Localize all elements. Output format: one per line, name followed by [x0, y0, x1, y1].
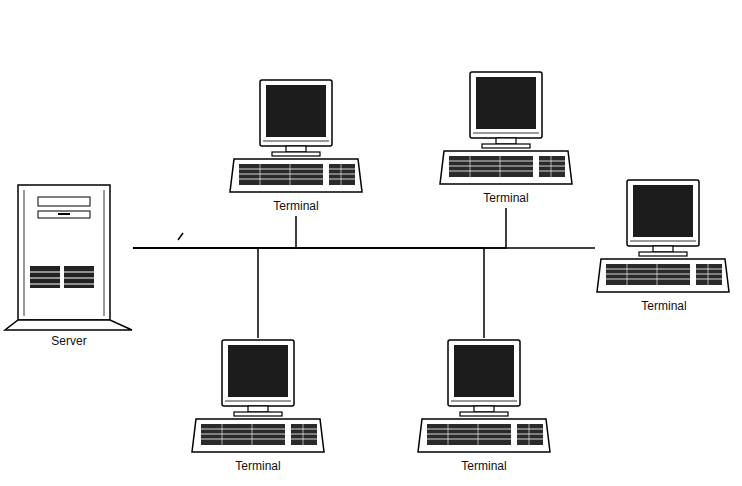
bus-line [133, 248, 484, 338]
node-label: Terminal [639, 299, 688, 313]
terminal-icon [418, 340, 550, 452]
bus-line [133, 248, 258, 338]
node-label: Terminal [233, 459, 282, 473]
bus-line [133, 208, 506, 248]
terminal-icon [440, 72, 572, 184]
node-label: Terminal [481, 191, 530, 205]
terminal-node: Terminal [228, 78, 364, 216]
terminal-node: Terminal [438, 70, 574, 208]
bus-mark [178, 233, 183, 240]
server-icon [5, 185, 132, 330]
terminal-node: Terminal [416, 338, 552, 476]
terminal-icon [192, 340, 324, 452]
node-label: Terminal [459, 459, 508, 473]
node-label: Terminal [271, 199, 320, 213]
bus-line [133, 216, 296, 248]
terminal-icon [230, 80, 362, 192]
terminal-icon [597, 180, 729, 292]
terminal-node: Terminal [190, 338, 326, 476]
node-label: Server [49, 334, 88, 348]
terminal-node: Terminal [595, 178, 733, 316]
server-node: Server [5, 183, 133, 351]
